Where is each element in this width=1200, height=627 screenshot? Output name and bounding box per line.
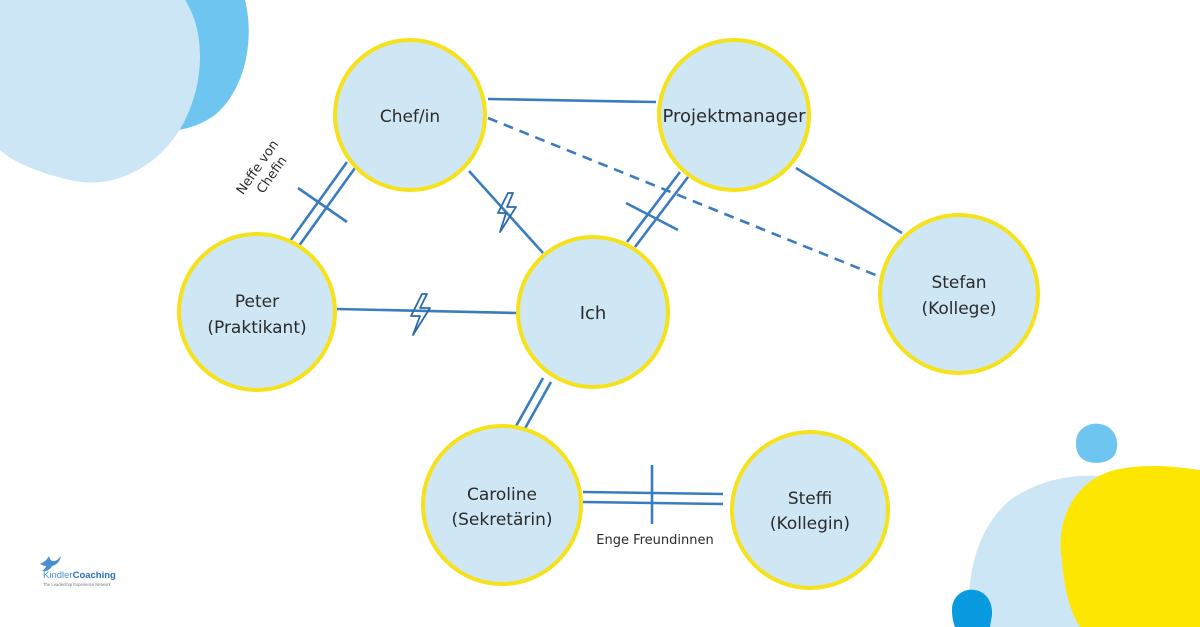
node-caroline-role: (Sekretärin) xyxy=(451,510,552,530)
blob-bottom-dark-blue xyxy=(952,589,993,627)
node-peter[interactable]: Peter (Praktikant) xyxy=(177,232,337,392)
node-stefan-role: (Kollege) xyxy=(921,299,996,319)
blob-right-small-blue xyxy=(1076,423,1118,463)
node-peter-name: Peter xyxy=(235,292,279,312)
node-stefan-name: Stefan xyxy=(931,273,986,293)
edge-chef-stefan-dashed xyxy=(487,116,879,278)
blob-bottom-right-yellow xyxy=(1060,465,1200,627)
lightning-icons xyxy=(410,192,517,336)
node-steffi[interactable]: Steffi (Kollegin) xyxy=(730,430,890,590)
node-chef[interactable]: Chef/in xyxy=(333,38,487,192)
logo-wordmark: KindlerCoaching xyxy=(43,570,116,581)
node-ich[interactable]: Ich xyxy=(516,235,670,389)
node-ich-label: Ich xyxy=(580,303,607,324)
edge-peter-ich xyxy=(336,307,518,315)
node-stefan[interactable]: Stefan (Kollege) xyxy=(878,213,1040,375)
node-caroline-name: Caroline xyxy=(467,485,537,505)
bird-icon xyxy=(40,556,61,572)
edge-chef-ich xyxy=(468,170,544,254)
node-chef-label: Chef/in xyxy=(380,107,440,127)
annotation-neffe-von-chefin: Neffe von Chefin xyxy=(234,134,298,207)
node-caroline[interactable]: Caroline (Sekretärin) xyxy=(421,424,583,586)
edge-projektmanager-ich-crossbar xyxy=(625,201,679,232)
node-peter-role: (Praktikant) xyxy=(207,318,306,338)
node-projektmanager[interactable]: Projektmanager xyxy=(657,38,811,192)
edge-caroline-steffi-double xyxy=(582,465,724,524)
lightning-icon xyxy=(410,293,431,336)
logo-tagline: The Leadership Experience Network xyxy=(43,582,111,587)
edge-projektmanager-stefan xyxy=(795,166,903,235)
edge-ich-caroline-double xyxy=(513,377,553,433)
annotation-enge-freundinnen: Enge Freundinnen xyxy=(596,533,713,548)
edge-chef-projektmanager xyxy=(487,97,657,104)
node-projektmanager-label: Projektmanager xyxy=(662,106,806,127)
lightning-icon xyxy=(497,192,517,233)
edge-chef-peter-crossbar xyxy=(297,186,348,224)
node-steffi-name: Steffi xyxy=(788,489,832,509)
node-steffi-role: (Kollegin) xyxy=(770,514,850,534)
blob-top-left-light xyxy=(0,0,200,183)
edges xyxy=(286,97,903,524)
edge-chef-peter-double xyxy=(286,161,357,251)
kindler-coaching-logo: KindlerCoaching The Leadership Experienc… xyxy=(34,552,124,592)
nodes: Chef/in Projektmanager Peter (Praktikant… xyxy=(177,38,1040,590)
edge-projektmanager-ich-double xyxy=(625,171,690,248)
